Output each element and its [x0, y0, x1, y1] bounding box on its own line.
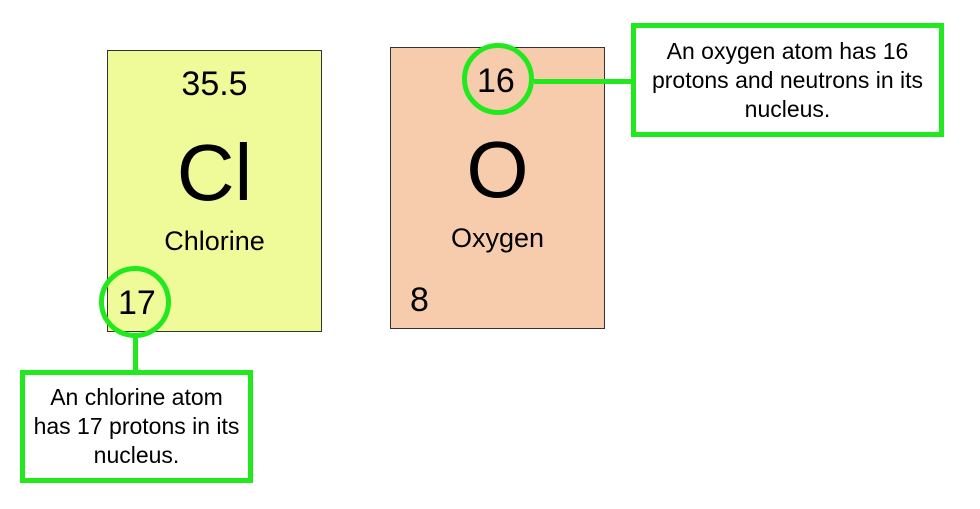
oxygen-callout-connector: [534, 79, 635, 84]
atomic-number-highlight-ring: [99, 266, 171, 338]
oxygen-atomic-number: 8: [410, 281, 429, 319]
chlorine-callout-connector: [133, 335, 138, 373]
oxygen-symbol: O: [466, 125, 529, 214]
chlorine-symbol: Cl: [176, 128, 253, 217]
chlorine-callout-box: An chlorine atom has 17 protons in its n…: [20, 370, 253, 483]
oxygen-name: Oxygen: [450, 223, 545, 253]
mass-number-highlight-ring: [462, 43, 534, 115]
oxygen-callout-box: An oxygen atom has 16 protons and neutro…: [631, 23, 944, 137]
chlorine-name: Chlorine: [164, 226, 265, 256]
chlorine-callout-text: An chlorine atom has 17 protons in its n…: [33, 384, 240, 468]
chlorine-mass-number: 35.5: [181, 65, 248, 103]
oxygen-callout-text: An oxygen atom has 16 protons and neutro…: [651, 37, 924, 122]
